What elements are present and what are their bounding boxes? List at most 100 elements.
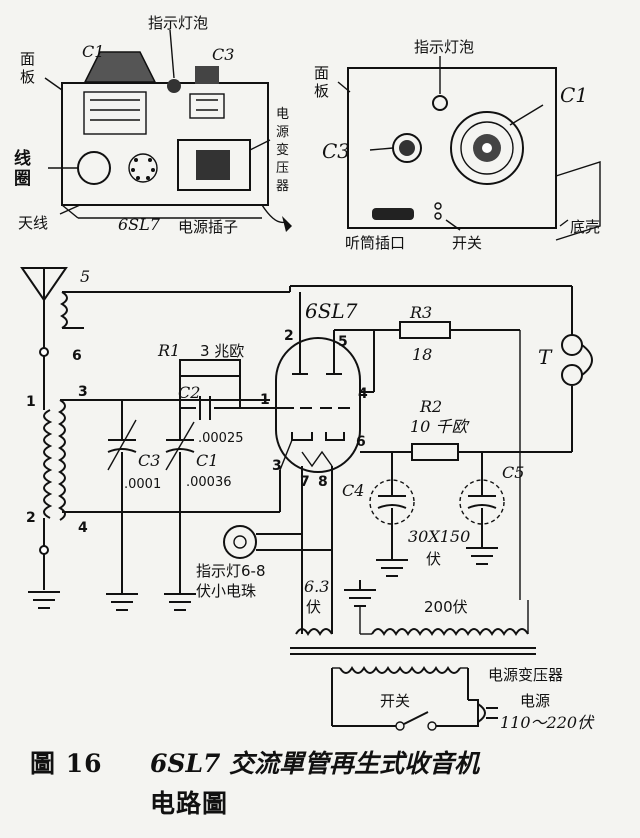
figure-title: 6SL7 交流單管再生式收音机 [150, 749, 481, 778]
r1-resistor [179, 359, 241, 377]
right-c1-dial [450, 111, 524, 185]
left-c3-capacitor [189, 66, 225, 119]
pin2-label: 2 [284, 328, 294, 344]
transformer-label: 电源变压器 [488, 666, 563, 684]
left-transformer-label-d: 压 [276, 161, 289, 176]
right-panel-label-b: 板 [314, 82, 329, 100]
left-power-transformer [177, 139, 251, 191]
ground-icon [106, 593, 138, 611]
right-c3-label: C3 [322, 139, 350, 163]
pin6-label: 6 [356, 434, 366, 450]
right-pictorial-view: 指示灯泡 面 板 C1 C3 听筒插口 开关 底壳 [314, 38, 601, 252]
antenna-icon [20, 267, 68, 352]
left-coil-form [77, 151, 111, 185]
right-switch-label: 开关 [452, 234, 482, 252]
switch-label: 开关 [380, 692, 410, 710]
left-transformer-label-c: 变 [276, 142, 289, 158]
headphone-icon [561, 334, 593, 386]
schematic: 6SL7 R1 3 兆欧 R3 18 R2 10 千欧 C2 .00025 C1… [20, 267, 595, 732]
mains-label-a: 电源 [520, 692, 550, 710]
r2-value: 10 千欧 [410, 417, 470, 436]
coil2-label: 2 [26, 510, 36, 526]
indicator-lamp-icon [223, 525, 257, 559]
antenna-coil [43, 409, 53, 519]
right-headphone-jack-label: 听筒插口 [345, 234, 405, 252]
grid-coil [58, 399, 66, 521]
right-panel-label-a: 面 [314, 64, 329, 82]
power-transformer [290, 628, 536, 674]
pin8-label: 8 [318, 474, 328, 490]
coil5-label: 5 [80, 267, 90, 286]
left-pictorial-view: C1 C3 指示灯泡 面 板 线 圈 天线 6SL7 电 源 变 压 器 电源插… [14, 14, 292, 236]
pin5-label: 5 [338, 334, 348, 350]
pin1-label: 1 [260, 392, 270, 408]
r2-label: R2 [419, 397, 442, 416]
left-power-plug-label: 电源插子 [178, 218, 238, 236]
filament-voltage-a: 6.3 [304, 577, 329, 596]
left-tube-label: 6SL7 [118, 215, 161, 234]
pin7-label: 7 [300, 474, 310, 490]
r2-resistor [411, 443, 459, 461]
pin4-label: 4 [358, 386, 368, 402]
left-c3-label: C3 [212, 45, 234, 64]
hv-voltage-label: 200伏 [424, 598, 468, 616]
c4-capacitor [369, 452, 415, 577]
right-indicator-label: 指示灯泡 [414, 38, 474, 56]
left-transformer-label-e: 器 [276, 179, 289, 194]
tube-6sl7 [275, 337, 361, 473]
filter-cap-value-b: 伏 [426, 550, 441, 568]
figure-title-line2: 电路圖 [150, 789, 228, 818]
lamp-label-b: 伏小电珠 [196, 582, 256, 600]
right-chassis-label: 底壳 [570, 218, 600, 236]
left-c1-label: C1 [82, 42, 104, 61]
left-coil-label-a: 线 [14, 148, 31, 169]
figure-caption: 圖 16 6SL7 交流單管再生式收音机 电路圖 [30, 749, 481, 818]
right-c3-knob [392, 133, 422, 163]
ground-icon [28, 591, 60, 609]
left-power-plug-icon [282, 216, 292, 232]
coil3-label: 3 [78, 384, 88, 400]
c5-capacitor [459, 452, 505, 565]
tube-label: 6SL7 [305, 299, 358, 323]
r1-value: 3 兆欧 [200, 342, 244, 360]
left-transformer-label-b: 源 [276, 125, 289, 140]
power-switch [395, 711, 437, 731]
ground-icon [164, 593, 196, 611]
mains-label-b: 110～220伏 [500, 713, 595, 732]
mains-plug-icon [468, 699, 498, 727]
lamp-label-a: 指示灯6-8 [196, 562, 266, 580]
left-c1-variable-capacitor [83, 51, 157, 135]
r3-label: R3 [409, 303, 432, 322]
left-chassis-box [61, 82, 269, 206]
c2-label: C2 [178, 383, 200, 402]
c1-label: C1 [196, 451, 218, 470]
coil4-label: 4 [78, 520, 88, 536]
c3-label: C3 [138, 451, 160, 470]
tickler-coil [60, 291, 68, 329]
c4-label: C4 [342, 481, 364, 500]
left-panel-label-a: 面 [20, 50, 35, 68]
left-antenna-label: 天线 [18, 214, 48, 232]
filament-voltage-b: 伏 [306, 598, 321, 616]
left-panel-label-b: 板 [20, 68, 35, 86]
left-indicator-label: 指示灯泡 [148, 14, 208, 32]
c3-value: .0001 [124, 477, 161, 492]
left-coil-label-b: 圈 [14, 169, 31, 189]
headphone-label: T [538, 345, 553, 369]
right-headphone-jack [372, 208, 414, 220]
left-tube-socket [128, 153, 158, 183]
r1-label: R1 [157, 341, 180, 360]
coil6-label: 6 [72, 348, 82, 364]
right-switch [434, 202, 442, 210]
r3-value: 18 [412, 345, 432, 364]
right-front-panel [347, 67, 557, 229]
pin3-label: 3 [272, 458, 282, 474]
figure-number: 圖 16 [30, 749, 103, 778]
left-indicator-bulb [167, 79, 181, 93]
c2-value: .00025 [198, 431, 244, 446]
c1-value: .00036 [186, 475, 232, 490]
right-indicator-bulb [432, 95, 448, 111]
r3-resistor [399, 321, 451, 339]
coil1-label: 1 [26, 394, 36, 410]
